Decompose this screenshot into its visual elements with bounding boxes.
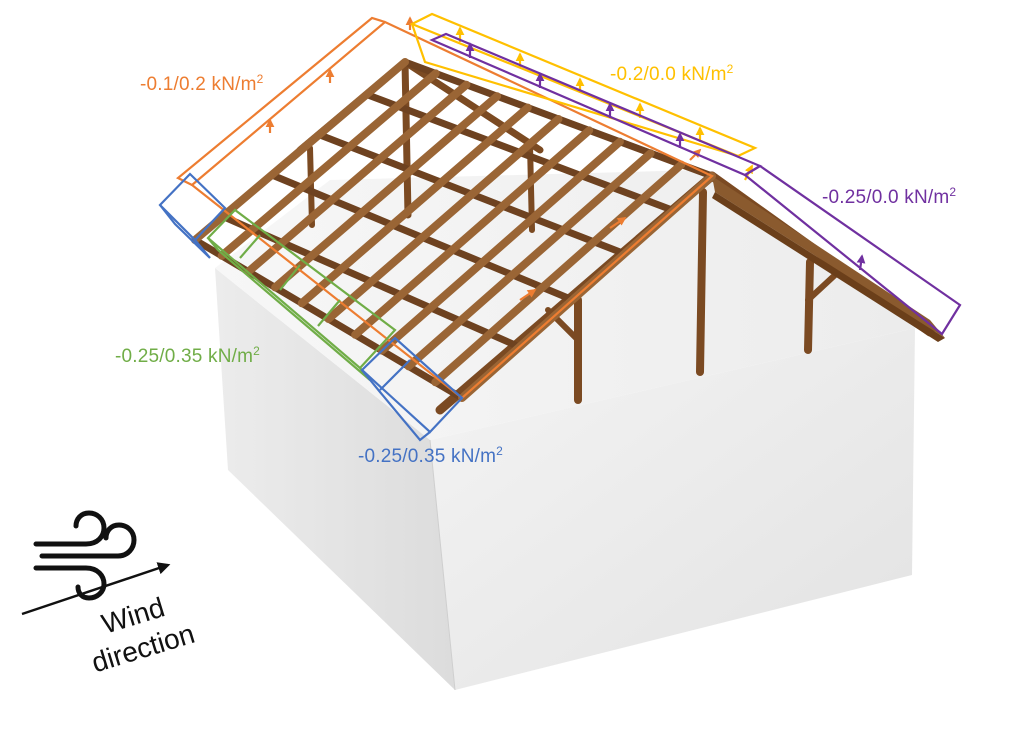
right-roof-slope <box>712 176 945 338</box>
wind-direction-arrow <box>21 562 171 616</box>
green-load-label: -0.25/0.35 kN/m2 <box>115 344 261 368</box>
wall-left-face <box>215 268 455 690</box>
purple-load-value: -0.25/0.0 kN/m <box>822 187 950 208</box>
blue-load-label: -0.25/0.35 kN/m2 <box>358 444 504 468</box>
yellow-load-value: -0.2/0.0 kN/m <box>610 64 727 85</box>
roof-rafters <box>191 58 716 402</box>
purple-load-unit-exponent: 2 <box>949 185 957 199</box>
orange-load-label: -0.1/0.2 kN/m2 <box>140 72 264 96</box>
rafter <box>431 160 686 387</box>
purple-load-label: -0.25/0.0 kN/m2 <box>822 185 957 209</box>
rafter <box>404 149 655 371</box>
wall-front-face <box>430 328 915 690</box>
rafter <box>377 137 624 355</box>
green-load-value: -0.25/0.35 kN/m <box>115 346 254 367</box>
orange-load-zone <box>175 16 714 400</box>
building <box>215 170 915 691</box>
orange-load-unit-exponent: 2 <box>256 72 264 86</box>
purple-load-zone <box>429 32 962 336</box>
blue-load-value: -0.25/0.35 kN/m <box>358 446 497 467</box>
wind-icon <box>33 510 137 601</box>
rafter <box>351 126 594 339</box>
orange-load-value: -0.1/0.2 kN/m <box>140 74 257 95</box>
rafter <box>244 80 471 276</box>
blue-load-zone <box>158 172 464 442</box>
rafter <box>191 58 409 244</box>
rafter <box>271 92 502 292</box>
right-roof-underside <box>712 192 945 342</box>
yellow-load-label: -0.2/0.0 kN/m2 <box>610 62 734 86</box>
blue-load-unit-exponent: 2 <box>496 444 504 458</box>
yellow-load-unit-exponent: 2 <box>726 62 734 76</box>
rafter <box>324 115 563 323</box>
green-load-unit-exponent: 2 <box>253 344 261 358</box>
rafter <box>297 103 532 308</box>
